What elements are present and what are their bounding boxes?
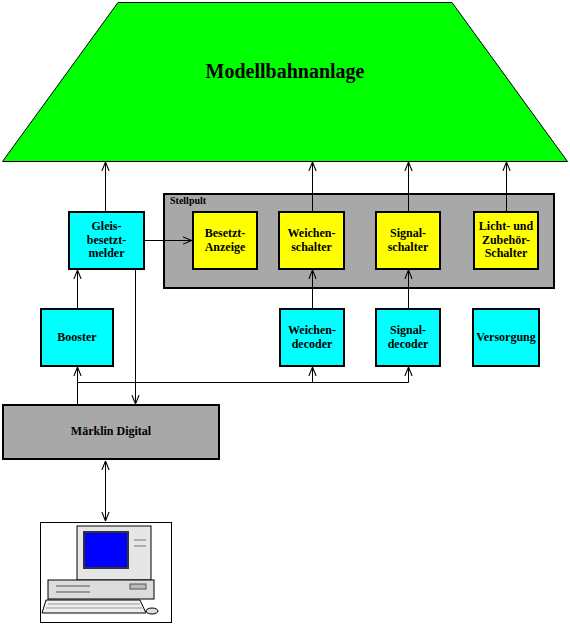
panel-box: Besetzt- Anzeige <box>192 211 258 270</box>
module-box: Signal- decoder <box>375 308 441 367</box>
illustration-frame <box>41 523 172 623</box>
box-label: Gleis- besetzt- melder <box>70 220 143 260</box>
power-button <box>130 584 146 589</box>
layout-trapezoid: Modellbahnanlage <box>2 2 568 162</box>
signal-arrow <box>78 367 409 404</box>
box-label: Weichen- decoder <box>281 324 343 351</box>
group-label: Stellpult <box>168 195 208 206</box>
drive-slot <box>56 592 90 593</box>
module-box: Weichen- decoder <box>279 308 345 367</box>
signal-arrow <box>78 367 313 404</box>
control-unit-box: Märklin Digital <box>2 404 220 460</box>
signal-arrow <box>77 367 78 404</box>
signal-arrow <box>135 270 136 404</box>
box-label: Signal- decoder <box>377 324 439 351</box>
drive-slot <box>56 586 90 587</box>
keyboard <box>42 600 146 613</box>
box-label: Besetzt- Anzeige <box>194 227 256 254</box>
monitor-screen <box>84 532 128 568</box>
mouse <box>146 608 158 614</box>
computer-illustration <box>41 523 172 623</box>
box-label: Märklin Digital <box>69 425 153 438</box>
signal-arrow <box>105 162 106 211</box>
keyboard-keys <box>48 604 140 605</box>
box-label: Booster <box>55 331 98 344</box>
computer-link-arrow <box>105 461 106 521</box>
monitor-bezel <box>77 526 151 580</box>
box-label: Licht- und Zubehör- Schalter <box>475 220 537 260</box>
module-box: Versorgung <box>472 308 540 367</box>
trapezoid-shape <box>3 3 568 162</box>
signal-arrow <box>77 270 78 308</box>
box-label: Weichen- schalter <box>280 227 343 254</box>
keyboard-keys <box>46 608 142 609</box>
box-label: Versorgung <box>474 331 538 344</box>
box-label: Signal- schalter <box>377 227 439 254</box>
panel-box: Licht- und Zubehör- Schalter <box>473 211 539 270</box>
module-box: Gleis- besetzt- melder <box>68 211 145 270</box>
panel-group: StellpultBesetzt- Anzeige Weichen- schalt… <box>163 193 555 289</box>
layout-title: Modellbahnanlage <box>2 60 568 82</box>
module-box: Booster <box>40 308 114 367</box>
system-unit <box>48 580 154 599</box>
panel-box: Signal- schalter <box>375 211 441 270</box>
monitor-detail <box>134 546 146 547</box>
monitor-detail <box>134 540 146 541</box>
panel-box: Weichen- schalter <box>278 211 345 270</box>
